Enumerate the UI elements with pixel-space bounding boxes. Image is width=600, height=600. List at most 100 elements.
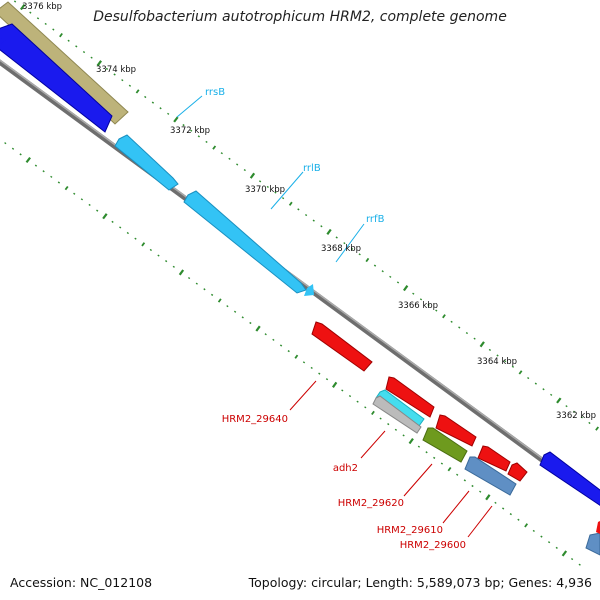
scale-tick <box>172 265 175 268</box>
scale-tick <box>220 152 223 155</box>
scale-tick <box>111 220 114 223</box>
scale-tick <box>540 535 543 538</box>
scale-tick <box>504 360 507 363</box>
scale-tick <box>13 0 17 3</box>
scale-tick <box>144 95 147 99</box>
scale-tick <box>335 236 338 239</box>
feature-red-4 <box>477 445 511 472</box>
scale-tick <box>264 333 267 336</box>
scale-tick <box>343 242 346 245</box>
feature-red-5 <box>507 462 528 482</box>
scale-tick <box>561 550 568 557</box>
scale-tick <box>442 314 446 319</box>
scale-tick <box>417 445 421 448</box>
gene-label-hrm2-29600: HRM2_29600 <box>400 540 466 551</box>
scale-tick <box>210 293 214 296</box>
scale-tick <box>217 298 222 303</box>
scale-tick <box>364 406 367 409</box>
scale-tick <box>565 405 568 408</box>
feature-blue-block-left <box>0 37 6 45</box>
accession-text: Accession: NC_012108 <box>10 575 153 590</box>
scale-tick <box>550 393 553 396</box>
scale-tick <box>73 192 76 195</box>
scale-tick <box>173 116 179 123</box>
scale-tick <box>456 473 459 476</box>
scale-tick <box>509 513 512 516</box>
scale-label: 3370 kbp <box>245 185 285 195</box>
scale-tick <box>450 320 453 323</box>
scale-tick <box>501 507 505 510</box>
scale-tick <box>325 378 329 381</box>
scale-tick <box>350 247 354 250</box>
feature-rrfB <box>304 284 314 296</box>
scale-tick <box>57 181 61 184</box>
gene-label-hrm2-29640: HRM2_29640 <box>222 414 288 425</box>
scale-tick <box>373 264 377 267</box>
scale-tick <box>236 163 239 166</box>
scale-tick <box>149 248 152 252</box>
scale-tick <box>287 350 290 353</box>
scale-tick <box>258 180 262 183</box>
scale-label: 3362 kbp <box>556 411 596 421</box>
scale-tick <box>320 225 323 228</box>
scale-tick <box>34 164 38 167</box>
scale-tick <box>182 123 185 127</box>
scale-tick <box>403 285 409 292</box>
scale-tick <box>465 331 469 335</box>
scale-tick <box>458 326 461 329</box>
scale-tick <box>396 281 400 284</box>
scale-tick <box>433 456 436 459</box>
scale-tick <box>348 394 352 398</box>
scale-tick <box>59 32 63 38</box>
scale-tick <box>241 316 244 319</box>
scale-tick <box>178 269 185 276</box>
feature-red-right <box>596 521 600 534</box>
scale-tick <box>151 101 155 104</box>
scale-tick <box>96 209 99 212</box>
feature-red-2 <box>385 376 435 418</box>
scale-tick <box>318 372 321 375</box>
scale-tick <box>402 434 405 437</box>
scale-tick <box>358 253 361 256</box>
scale-tick <box>534 382 537 385</box>
scale-tick <box>580 416 583 419</box>
scale-tick <box>159 107 162 110</box>
feature-blue-block-2 <box>539 451 600 506</box>
scale-tick <box>165 260 168 263</box>
scale-tick <box>19 153 22 156</box>
scale-tick <box>488 348 492 352</box>
gene-labels: rrsB rrlB rrfB HRM2_29640 adh2 HRM2_2962… <box>205 87 466 551</box>
scale-tick <box>228 157 231 160</box>
scale-tick <box>326 228 332 235</box>
scale-tick <box>387 423 390 426</box>
scale-label: 3364 kbp <box>477 357 517 367</box>
scale-tick <box>511 365 515 368</box>
scale-tick <box>128 84 132 87</box>
scale-tick <box>304 213 308 217</box>
scale-tick <box>67 39 70 42</box>
scale-tick <box>52 28 55 31</box>
feature-hrm2-29640 <box>311 321 373 372</box>
scale-tick <box>479 490 482 493</box>
scale-tick <box>425 451 428 454</box>
scale-tick <box>517 518 520 521</box>
scale-tick <box>479 341 485 348</box>
scale-tick <box>50 175 53 178</box>
scale-tick <box>205 140 208 144</box>
scale-tick <box>226 305 229 308</box>
scale-tick <box>233 310 237 313</box>
scale-tick <box>80 198 84 201</box>
scale-tick <box>249 172 256 179</box>
scale-tick <box>485 494 491 501</box>
feature-rrsB <box>114 134 179 191</box>
scale-tick <box>471 484 474 488</box>
scale-tick <box>570 557 574 561</box>
scale-tick <box>542 388 545 391</box>
scale-tick <box>578 563 581 566</box>
scale-tick <box>556 397 562 404</box>
scale-tick <box>126 231 129 235</box>
scale-tick <box>266 185 269 189</box>
scale-tick <box>157 254 160 257</box>
gene-label-hrm2-29610: HRM2_29610 <box>377 525 443 536</box>
genome-backbone-highlight <box>0 59 600 502</box>
